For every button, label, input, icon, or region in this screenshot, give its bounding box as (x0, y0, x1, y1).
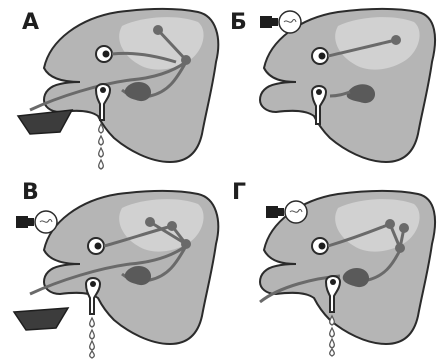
saliva-drops (99, 124, 104, 169)
brain-center (167, 221, 177, 231)
eye (88, 238, 104, 254)
brain-center (399, 223, 409, 233)
food-bowl (18, 110, 72, 134)
brain-center (153, 25, 163, 35)
panel-a: А (0, 0, 220, 180)
dog-head-diagram-a (0, 0, 220, 180)
brain-center (145, 217, 155, 227)
eye (312, 48, 328, 64)
saliva-drops (90, 318, 95, 358)
lamp (16, 211, 57, 233)
saliva-drops (330, 316, 335, 356)
eye (96, 46, 112, 62)
brain-center (385, 219, 395, 229)
panel-b: Б (220, 0, 439, 180)
panel-g: Г (220, 180, 439, 360)
dog-head-diagram-g (220, 180, 439, 360)
lamp (260, 11, 301, 33)
brain-center (391, 35, 401, 45)
panel-v: В (0, 180, 220, 360)
food-bowl (14, 308, 68, 330)
dog-head-diagram-b (220, 0, 439, 180)
eye (312, 238, 328, 254)
dog-head-diagram-v (0, 180, 220, 360)
